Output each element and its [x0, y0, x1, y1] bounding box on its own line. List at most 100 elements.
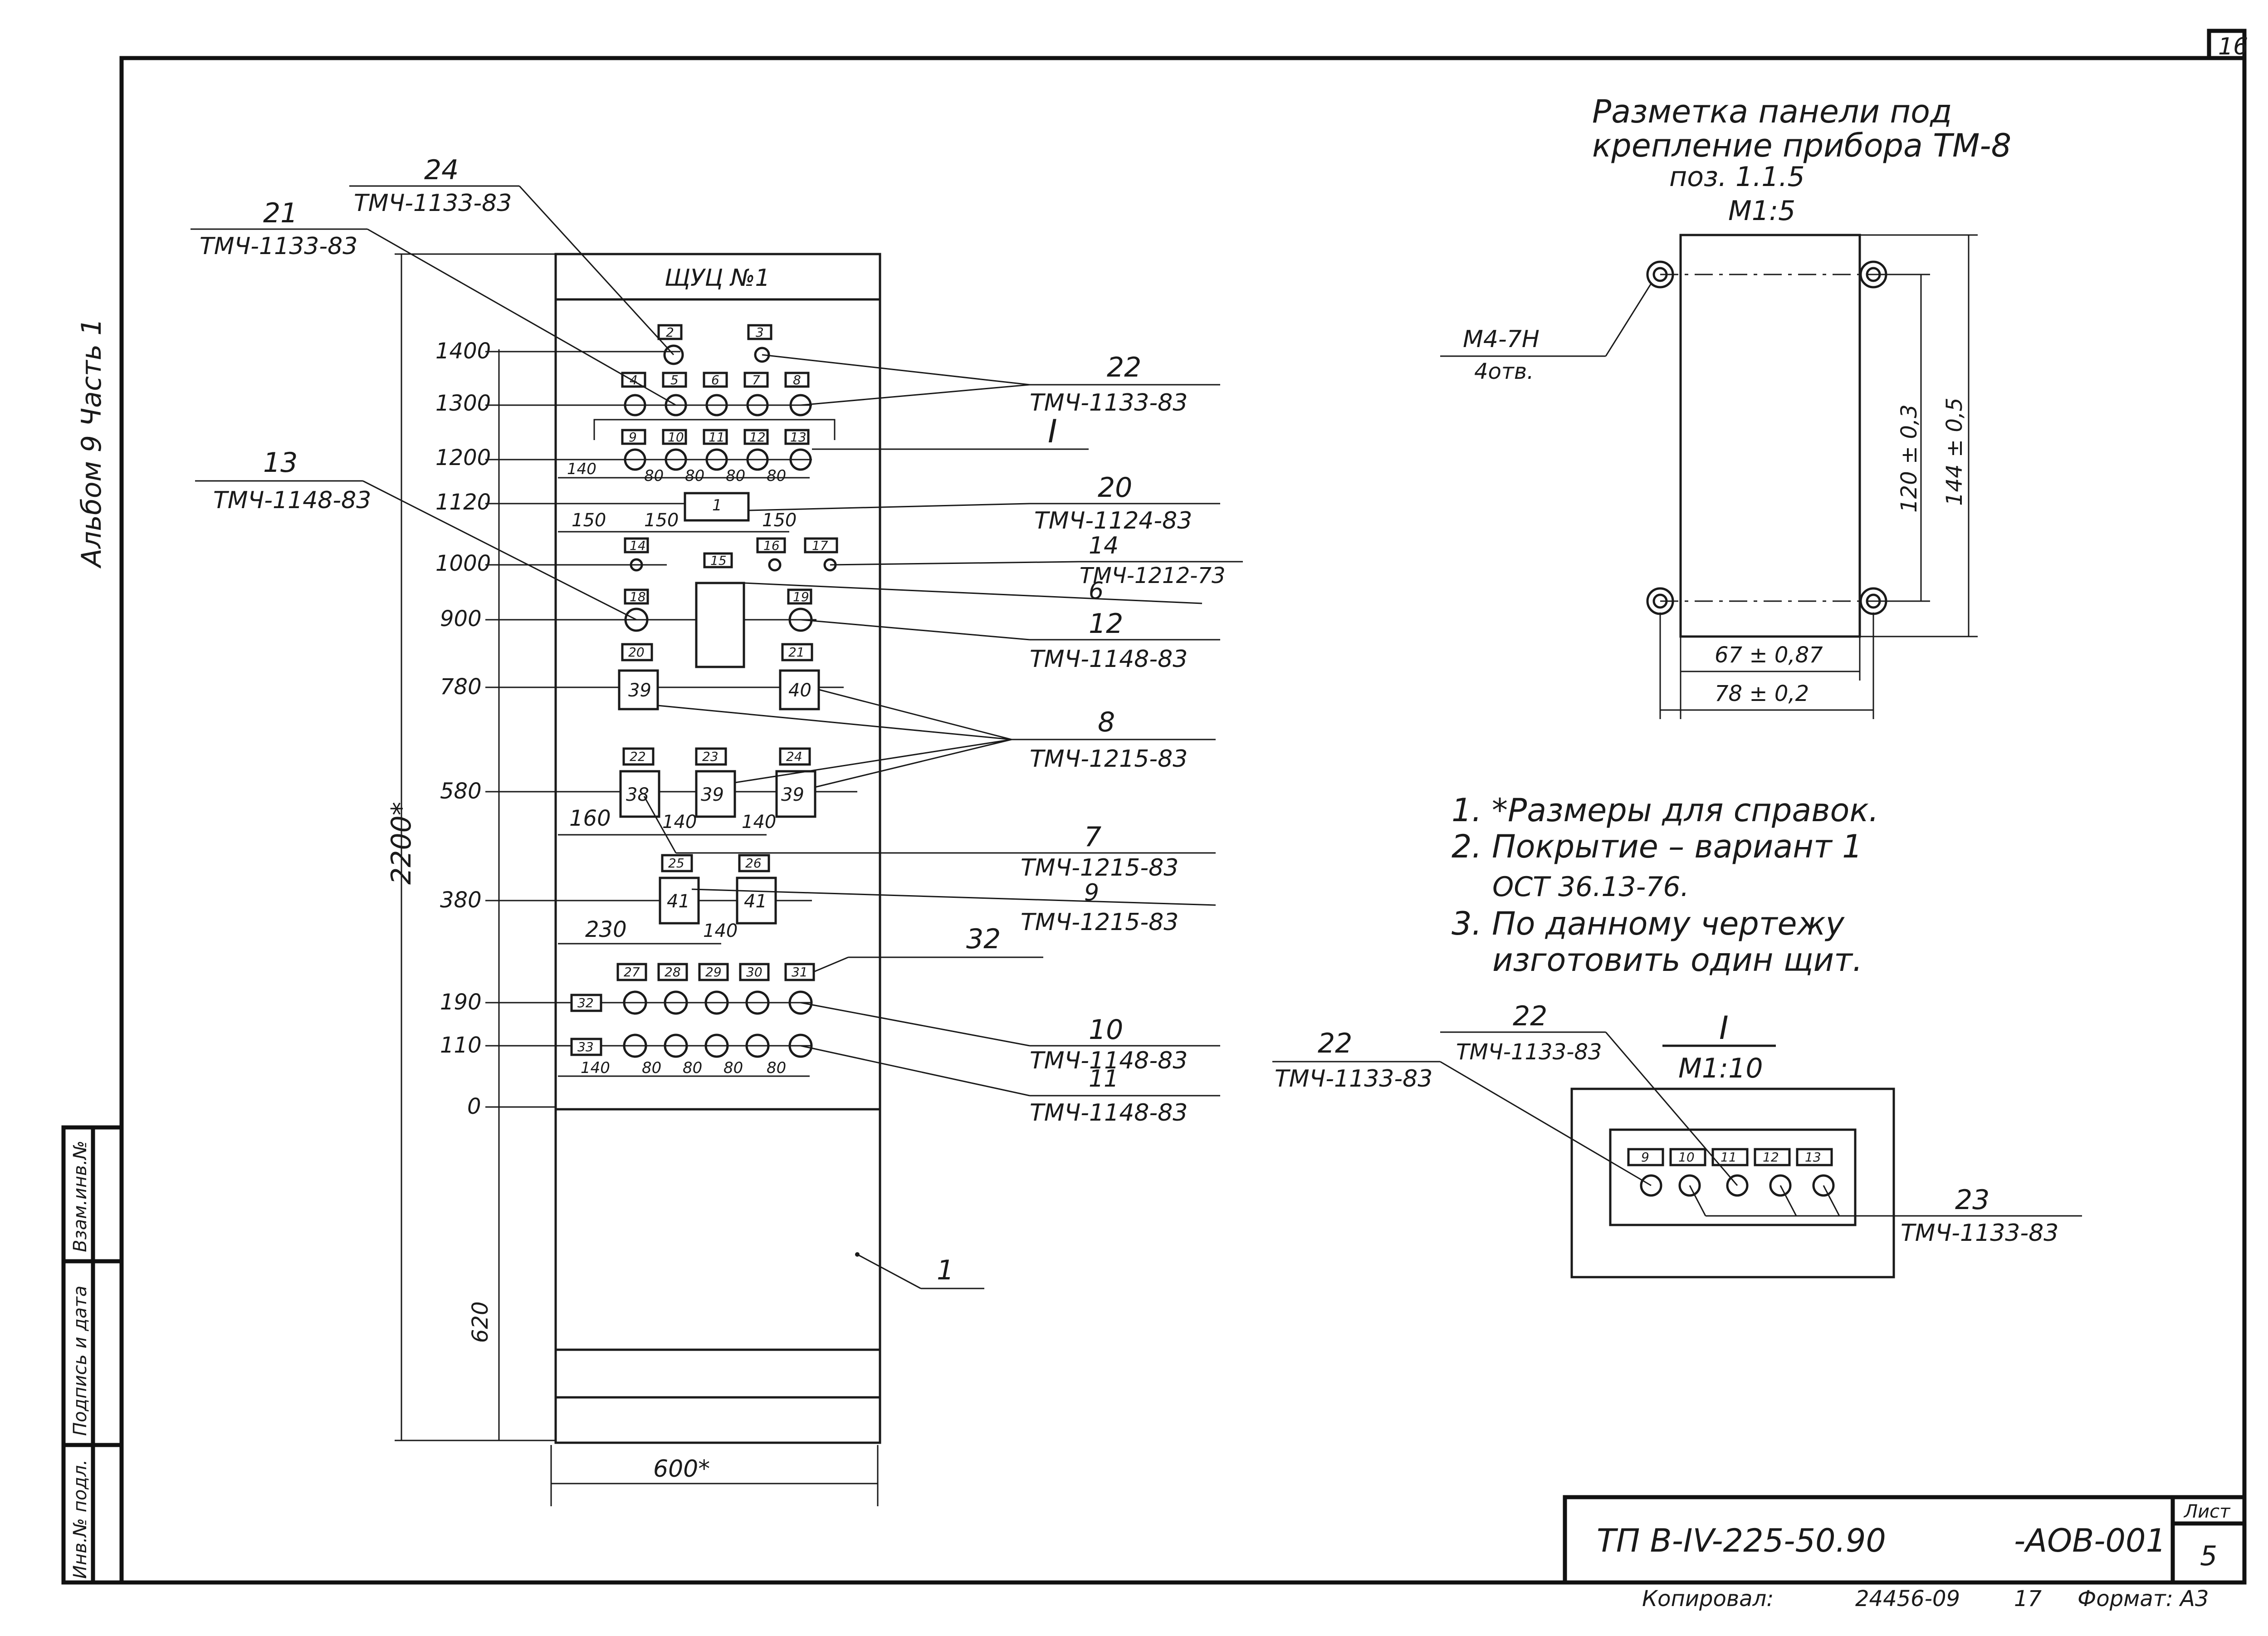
callout-ref: ТМЧ-1215-83	[1021, 854, 1178, 882]
detail-view: I М1:10 9 10 11 12 13 22 ТМЧ-1133-83 22 …	[1272, 1000, 2082, 1278]
callout-num: 32	[966, 923, 1001, 955]
spacing-label: 230	[585, 917, 627, 942]
level-label: 0	[467, 1094, 481, 1119]
callout-ref: ТМЧ-1133-83	[200, 233, 357, 260]
spacing-label: 150	[572, 510, 606, 531]
spacing-label: 140	[567, 460, 596, 478]
callout-13: 13 ТМЧ-1148-83	[195, 447, 637, 621]
callout-ref: ТМЧ-1133-83	[1030, 389, 1188, 416]
marking-title-3: поз. 1.1.5	[1669, 161, 1805, 193]
level-1120: 1120	[435, 490, 689, 515]
panel-label: 13	[790, 430, 807, 445]
detail-callout-num: 23	[1955, 1184, 1989, 1216]
dim-120: 120 ± 0,3	[1897, 404, 1922, 513]
callout-num: 22	[1107, 352, 1141, 383]
callout-num: 9	[1084, 879, 1099, 906]
panel-label: 17	[812, 538, 828, 553]
callout-9: 9 ТМЧ-1215-83	[691, 879, 1216, 936]
spacing-label: 140	[581, 1059, 610, 1077]
callout-8: 8 ТМЧ-1215-83	[657, 689, 1216, 788]
detail-box-label: 11	[1721, 1150, 1737, 1165]
level-label: 190	[440, 989, 482, 1015]
callout-ref: ТМЧ-1124-83	[1034, 507, 1192, 534]
panel-label: 19	[793, 589, 809, 604]
title-suffix: -АОВ-001	[2014, 1522, 2166, 1559]
panel-label: 20	[628, 645, 645, 660]
sheet-label: Лист	[2183, 1501, 2231, 1522]
spacing-label: 80	[767, 1059, 786, 1077]
callout-num: 11	[1089, 1065, 1119, 1092]
level-190: 190	[440, 989, 812, 1015]
spacing-label: 80	[767, 467, 786, 485]
callout-32: 32	[813, 923, 1043, 973]
panel-label: 27	[624, 965, 640, 980]
callout-num: 7	[1084, 821, 1101, 853]
detail-scale: М1:10	[1678, 1053, 1763, 1084]
callout-7: 7 ТМЧ-1215-83	[643, 796, 1216, 882]
panel-label: 29	[705, 965, 722, 980]
detail-box-label: 12	[1763, 1150, 1779, 1165]
callout-ref: ТМЧ-1148-83	[213, 487, 371, 514]
hole-label: М4-7Н	[1463, 326, 1540, 353]
stamp-cell-inventory: Взам.инв.№	[70, 1141, 91, 1252]
callout-num: 10	[1089, 1014, 1123, 1046]
panel-front-view: ЩУЦ №1 2200* 620 600* 1400 1300 1200 112…	[386, 253, 881, 1506]
callout-num: 24	[424, 154, 459, 186]
panel-label: 22	[630, 749, 646, 764]
note-line: 3. По данному чертежу	[1452, 905, 1845, 942]
panel-label: 41	[744, 891, 767, 912]
spacing-label: 140	[742, 812, 776, 833]
dim-67: 67 ± 0,87	[1715, 642, 1823, 668]
callout-num: 8	[1098, 706, 1115, 738]
panel-label: 32	[577, 995, 594, 1010]
panel-label: 11	[709, 430, 725, 445]
panel-label: 40	[788, 680, 811, 701]
panel-lower-height: 620	[468, 1301, 493, 1343]
level-label: 1120	[435, 490, 491, 515]
callout-section-mark: I	[812, 413, 1089, 450]
row-190: 27 28 29 30 31 32	[570, 963, 815, 1015]
level-label: 1300	[435, 391, 491, 416]
level-label: 580	[440, 779, 482, 804]
callout-num: 14	[1089, 532, 1119, 559]
panel-label: 5	[670, 372, 679, 387]
spacing-label: 80	[726, 467, 745, 485]
row-1300: 4 5 6 7 8	[621, 372, 812, 416]
level-label: 1400	[435, 338, 491, 364]
format-label: Формат: А3	[2077, 1586, 2209, 1612]
level-label: 380	[440, 887, 482, 913]
panel-label: 3	[756, 325, 764, 340]
detail-callout-ref: ТМЧ-1133-83	[1456, 1039, 1602, 1065]
level-1000: 1000	[435, 551, 667, 576]
callout-14: 14 ТМЧ-1212-73	[830, 532, 1243, 588]
panel-label: 1	[712, 496, 722, 514]
spacing-label: 140	[662, 812, 697, 833]
spacing-label: 160	[569, 806, 611, 831]
level-label: 110	[440, 1033, 482, 1058]
panel-label: 41	[667, 891, 690, 912]
detail-box-label: 10	[1678, 1150, 1695, 1165]
title-code: ТП В-IV-225-50.90	[1597, 1522, 1886, 1559]
level-label: 900	[440, 606, 482, 632]
callout-ref: ТМЧ-1215-83	[1030, 745, 1188, 773]
panel-label: 8	[793, 372, 801, 387]
note-line: 1. *Размеры для справок.	[1452, 792, 1879, 829]
spacing-label: 140	[703, 921, 738, 941]
level-900: 900	[440, 606, 816, 632]
panel-label: 9	[629, 430, 637, 445]
callout-ref: ТМЧ-1148-83	[1030, 1047, 1188, 1074]
panel-label: 39	[701, 784, 724, 805]
callout-num: 1	[937, 1254, 954, 1286]
panel-label: 23	[702, 749, 719, 764]
panel-label: 18	[630, 589, 646, 604]
title-block: ТП В-IV-225-50.90 -АОВ-001 Лист 5 Копиро…	[1563, 1495, 2247, 1612]
spacing-label: 80	[723, 1059, 743, 1077]
spacing-label: 80	[644, 467, 664, 485]
callout-num: 13	[263, 447, 298, 479]
panel-height-label: 2200*	[386, 802, 417, 885]
note-line: 2. Покрытие – вариант 1	[1452, 828, 1862, 865]
row-1200: 9 10 11 12 13 140 80 80 80 80	[558, 429, 812, 485]
callout-20: 20 ТМЧ-1124-83	[748, 472, 1220, 534]
sheet-corner-box	[2207, 29, 2247, 60]
callout-ref: ТМЧ-1212-73	[1080, 563, 1226, 588]
